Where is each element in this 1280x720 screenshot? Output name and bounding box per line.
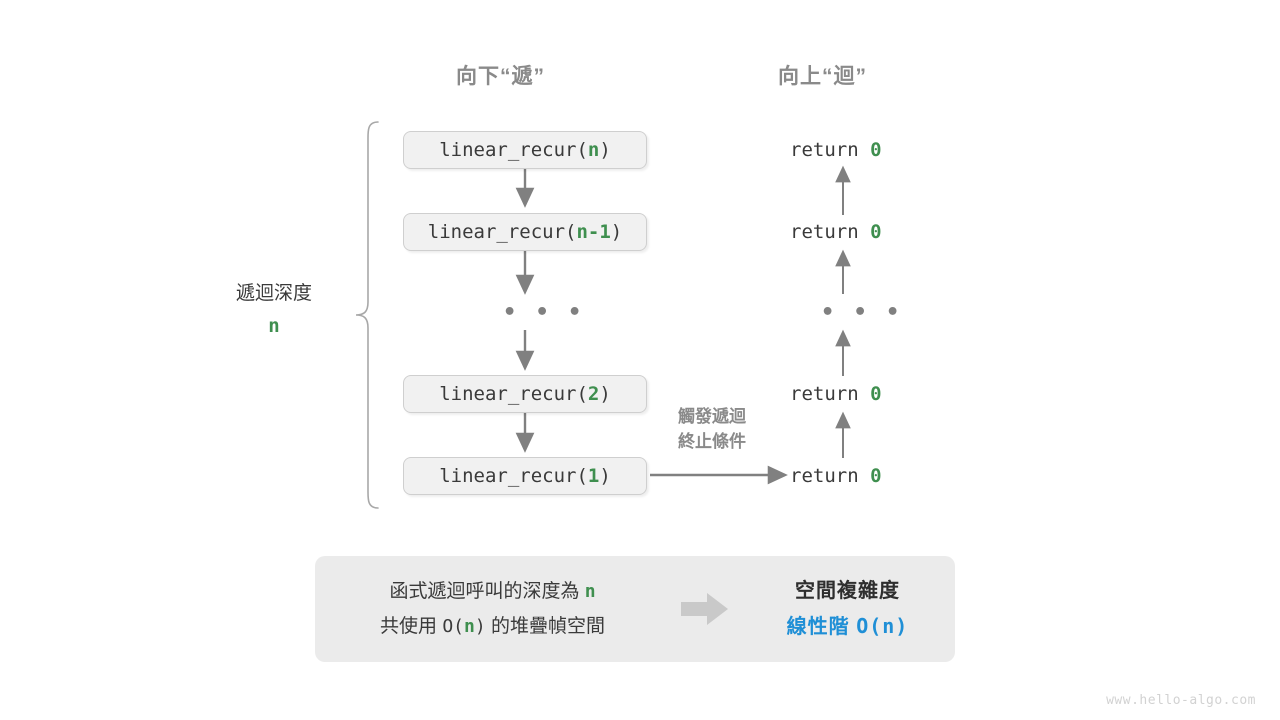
summary-line1-var: n	[584, 581, 596, 602]
terminate-condition-note: 觸發遞迴 終止條件	[648, 404, 776, 454]
call-box-suffix: )	[610, 221, 623, 243]
call-box-suffix: )	[599, 139, 611, 161]
summary-line-1: 函式遞迴呼叫的深度為 n	[315, 574, 670, 609]
return-label-3: return 0	[790, 383, 882, 405]
call-box-arg: n	[587, 139, 600, 161]
summary-conclusion-title: 空間複雜度	[795, 579, 900, 602]
summary-description: 函式遞迴呼叫的深度為 n 共使用 O(n) 的堆疊幀空間	[315, 574, 670, 644]
summary-complexity-notation: O(n)	[856, 613, 909, 638]
call-box-suffix: )	[599, 383, 611, 405]
return-label-4: return 0	[790, 465, 882, 487]
summary-complexity-name: 線性階	[786, 615, 857, 638]
summary-line2-var: n	[464, 616, 475, 637]
return-value: 0	[870, 139, 882, 161]
return-keyword: return	[790, 221, 859, 243]
terminate-note-line1: 觸發遞迴	[678, 407, 746, 426]
return-keyword: return	[790, 465, 859, 487]
call-box-arg: 1	[587, 465, 600, 487]
summary-line2-open: O(	[442, 616, 464, 637]
call-box-4[interactable]: linear_recur(1)	[403, 457, 647, 495]
return-label-0: return 0	[790, 139, 882, 161]
call-box-prefix: linear_recur(	[439, 465, 588, 487]
recursion-depth-brace	[352, 120, 382, 515]
call-box-prefix: linear_recur(	[427, 221, 577, 243]
watermark: www.hello-algo.com	[1106, 693, 1256, 708]
return-value: 0	[870, 221, 882, 243]
summary-implies-arrow	[670, 592, 740, 626]
call-box-arg: 2	[587, 383, 600, 405]
call-box-prefix: linear_recur(	[439, 139, 588, 161]
recursion-depth-variable: n	[268, 315, 280, 337]
return-keyword: return	[790, 383, 859, 405]
summary-line2-close: )	[474, 616, 486, 637]
recursion-depth-label: 遞迴深度 n	[196, 280, 352, 340]
call-stack-ellipsis: • • •	[503, 300, 585, 325]
summary-line2-text: 共使用	[380, 616, 443, 637]
call-box-prefix: linear_recur(	[439, 383, 588, 405]
summary-conclusion: 空間複雜度 線性階 O(n)	[740, 574, 955, 645]
summary-line2-post: 的堆疊幀空間	[485, 616, 605, 637]
terminate-note-line2: 終止條件	[678, 432, 746, 451]
return-ellipsis: • • •	[821, 300, 903, 325]
brace-icon	[355, 121, 379, 509]
recursion-depth-text: 遞迴深度	[235, 283, 312, 304]
heading-descend: 向下“遞”	[456, 65, 545, 88]
call-box-suffix: )	[599, 465, 611, 487]
call-box-0[interactable]: linear_recur(n)	[403, 131, 647, 169]
return-label-1: return 0	[790, 221, 882, 243]
block-arrow-right-icon	[681, 593, 728, 625]
return-value: 0	[870, 465, 882, 487]
heading-ascend: 向上“迴”	[778, 65, 867, 88]
call-box-arg: n-1	[576, 221, 611, 243]
return-value: 0	[870, 383, 882, 405]
call-box-3[interactable]: linear_recur(2)	[403, 375, 647, 413]
return-keyword: return	[790, 139, 859, 161]
call-box-1[interactable]: linear_recur(n-1)	[403, 213, 647, 251]
summary-conclusion-value: 線性階 O(n)	[740, 609, 955, 645]
summary-panel: 函式遞迴呼叫的深度為 n 共使用 O(n) 的堆疊幀空間 空間複雜度 線性階 O…	[315, 556, 955, 662]
summary-line1-text: 函式遞迴呼叫的深度為	[389, 581, 585, 602]
summary-line-2: 共使用 O(n) 的堆疊幀空間	[315, 609, 670, 644]
